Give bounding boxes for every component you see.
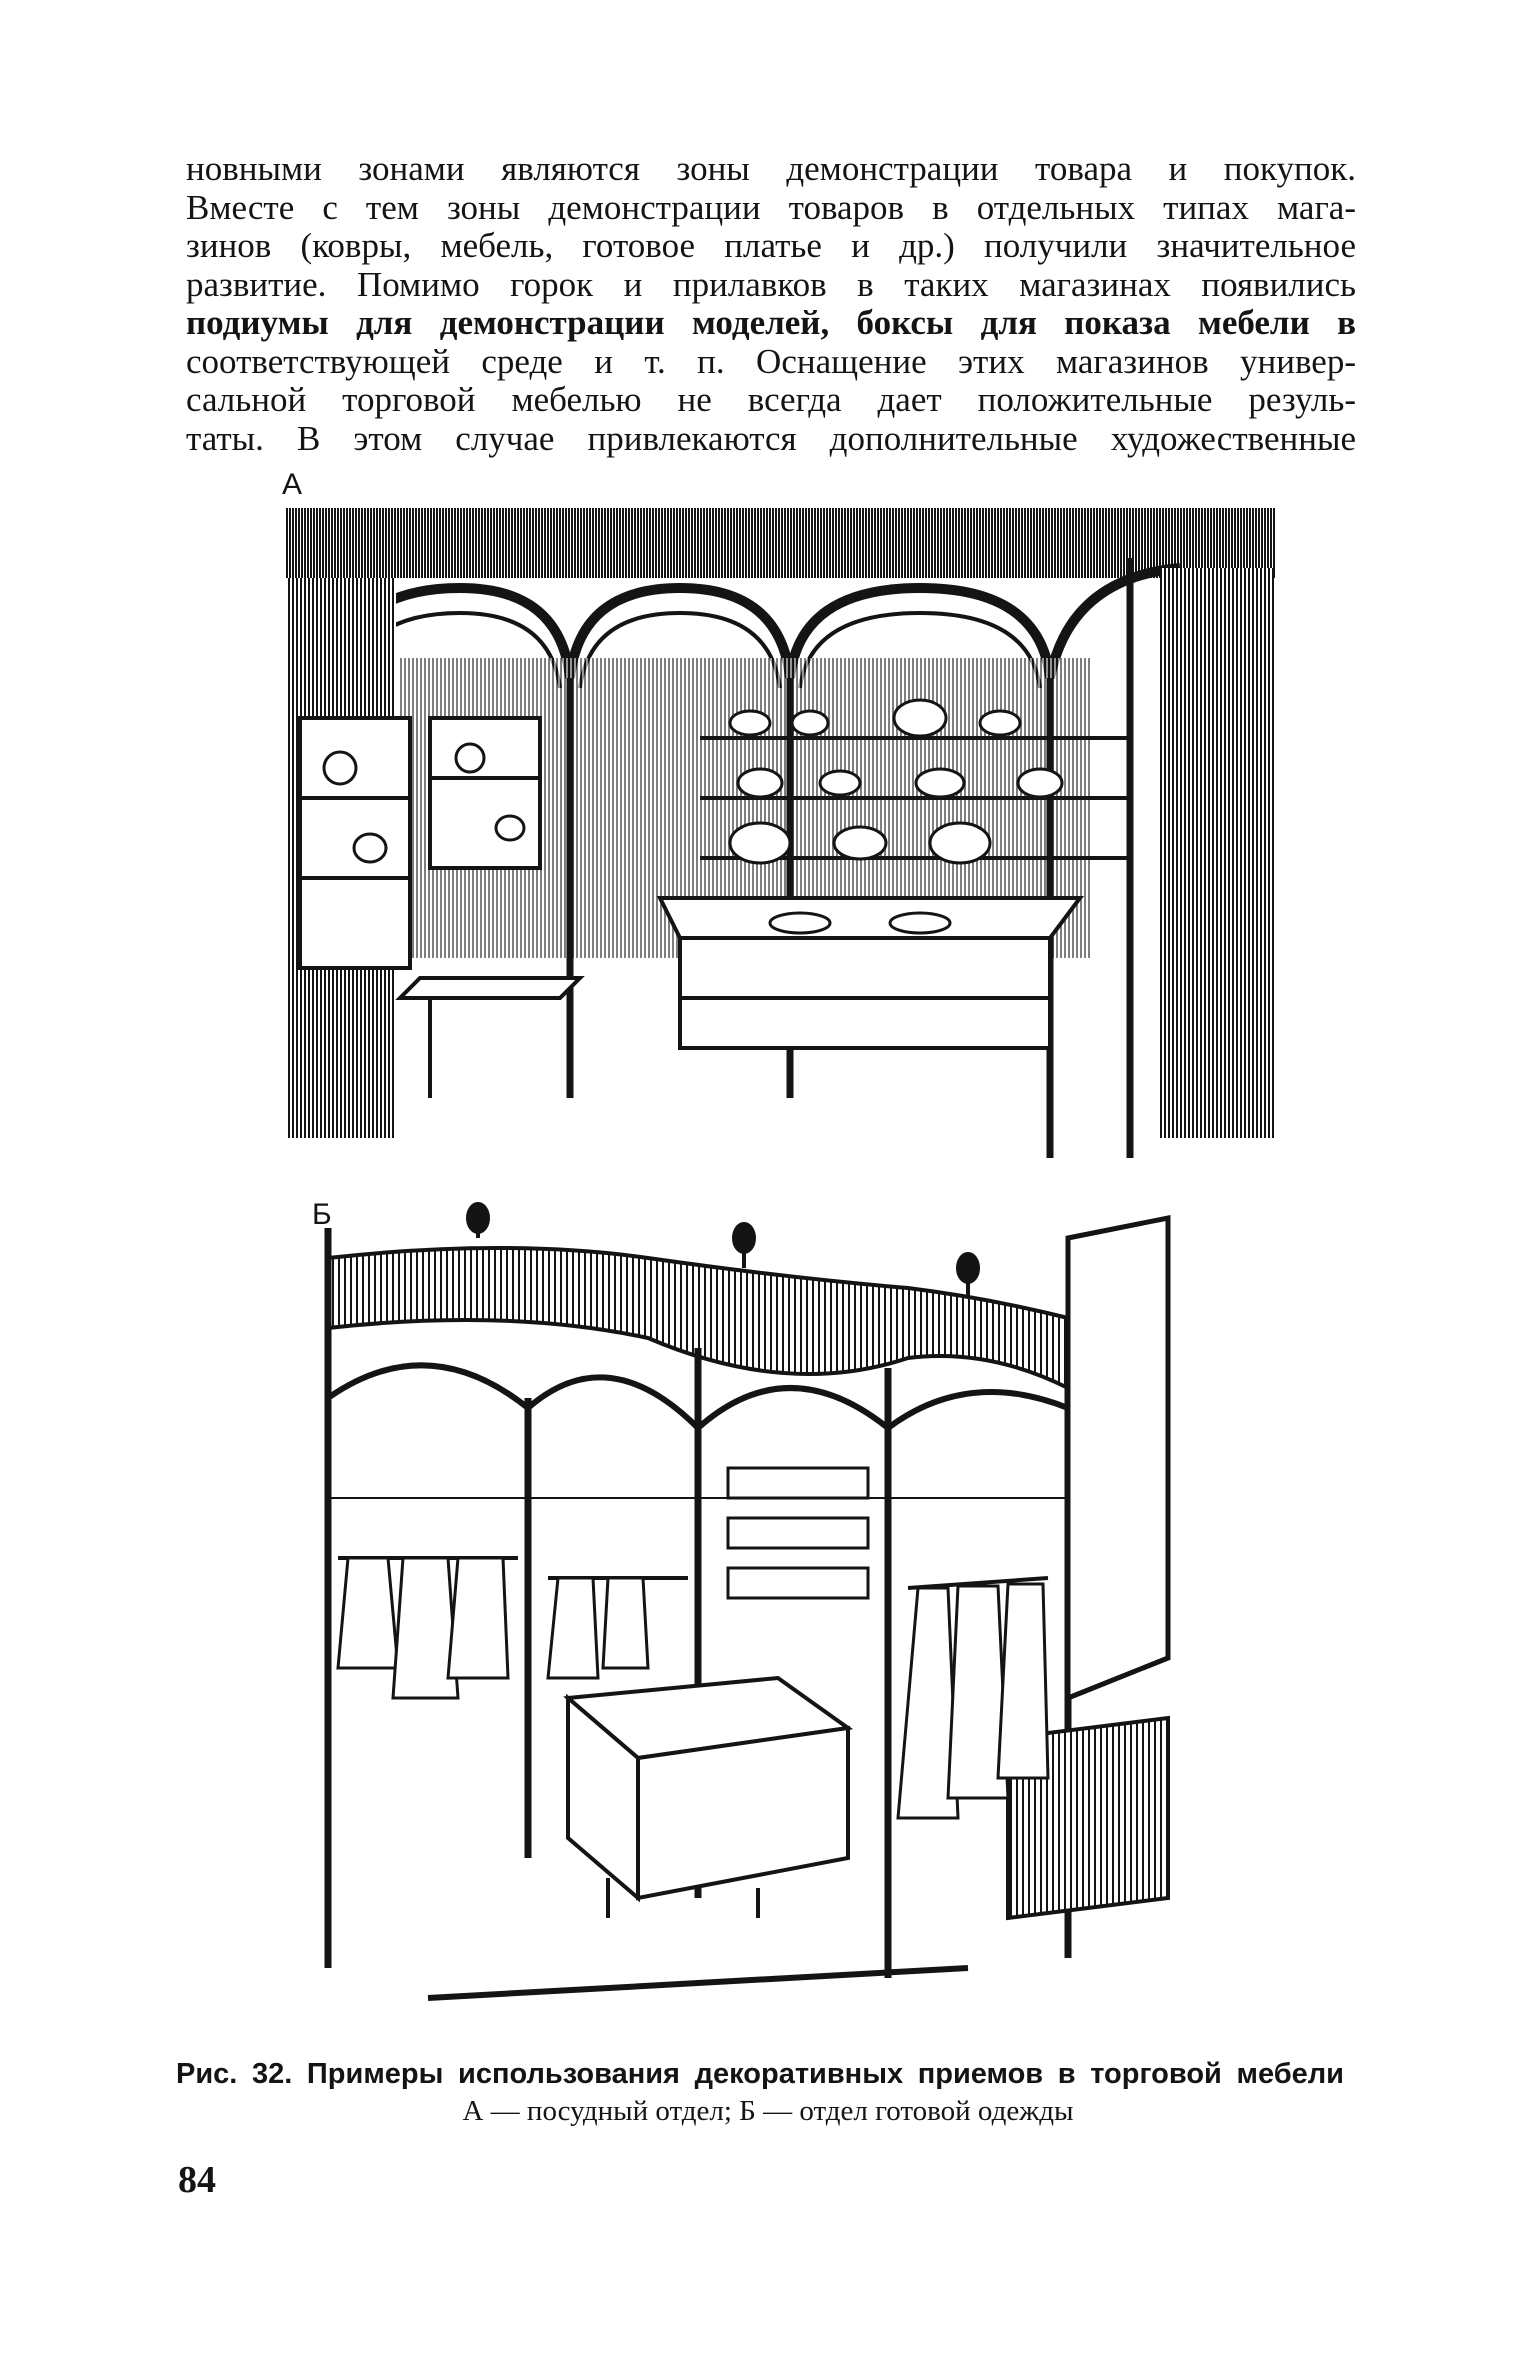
clothing-department-illustration: [324, 1202, 1171, 2001]
text-line: новными зонами являются зоны демонстраци…: [186, 150, 1356, 188]
text-line-bold: подиумы для демонстрации моделей, боксы …: [186, 304, 1356, 342]
text-line: Вместе с тем зоны демонстрации товаров в…: [186, 188, 1356, 227]
crockery-department-illustration: [286, 508, 1276, 1158]
text-line: таты. В этом случае привлекаются дополни…: [186, 419, 1356, 458]
figure-a-label: А: [282, 468, 303, 501]
figure-b-label: Б: [312, 1198, 332, 1231]
figure-caption-subtitle: А — посудный отдел; Б — отдел готовой од…: [462, 2095, 1074, 2127]
body-text: новными зонами являются зоны демонстраци…: [186, 150, 1356, 458]
text-line: зинов (ковры, мебель, готовое платье и д…: [186, 227, 1356, 265]
figure-caption-title: Рис. 32. Примеры использования декоратив…: [176, 2058, 1344, 2090]
page-number: 84: [178, 2159, 216, 2201]
text-line: развитие. Помимо горок и прилавков в так…: [186, 265, 1356, 304]
text-line: сальной торговой мебелью не всегда дает …: [186, 381, 1356, 419]
text-line: соответствующей среде и т. п. Оснащение …: [186, 342, 1356, 381]
